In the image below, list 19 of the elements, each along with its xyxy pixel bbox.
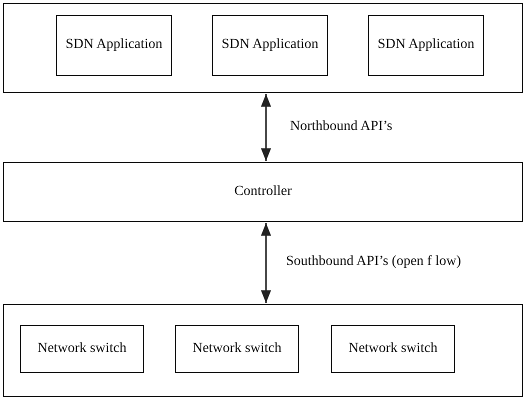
box-label: Controller [233,182,293,201]
box-label: Network switch [347,340,439,358]
process-box [56,15,172,76]
process-box [3,162,523,222]
panel [3,304,523,397]
process-box [212,15,328,76]
box-label: Network switch [36,340,128,358]
edge-label: Southbound API’s (open f low) [284,254,463,270]
box-label: SDN Application [376,36,476,54]
double-arrow [260,94,272,161]
box-label: SDN Application [220,36,320,54]
box-label: Network switch [191,340,283,358]
panel [3,3,523,93]
process-box [175,325,299,373]
process-box [20,325,144,373]
double-arrow [260,223,272,303]
process-box [368,15,484,76]
process-box [331,325,455,373]
box-label: SDN Application [64,36,164,54]
